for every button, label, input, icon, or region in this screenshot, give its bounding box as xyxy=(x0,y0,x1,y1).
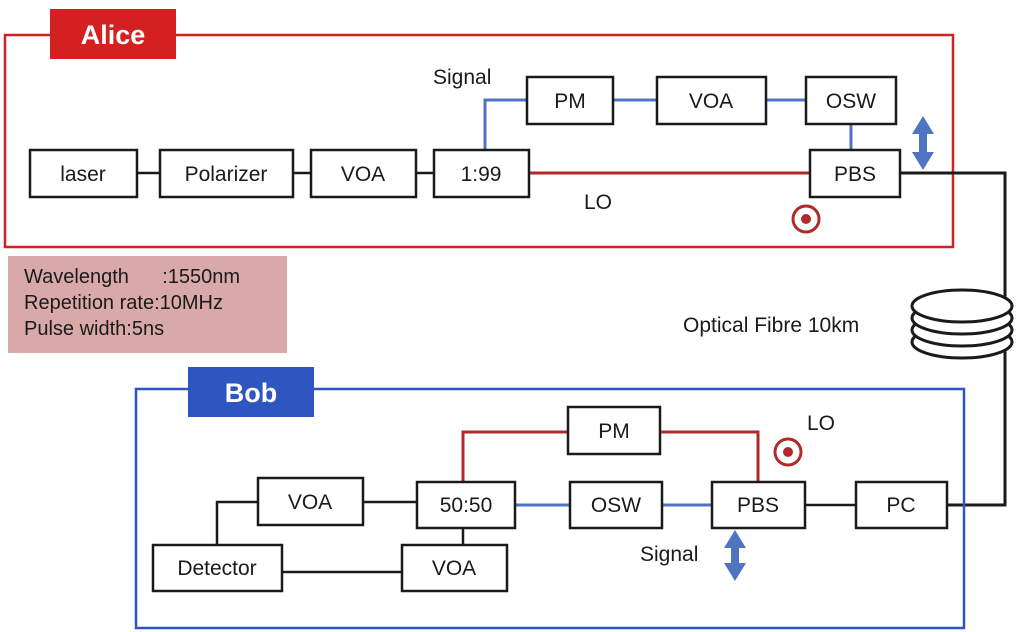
bob-title: Bob xyxy=(225,378,277,408)
bob-pbs: PBS xyxy=(710,480,807,530)
alice-frame xyxy=(3,33,955,249)
bob-pm: PM xyxy=(566,405,662,456)
bob-pc: PC xyxy=(854,480,949,530)
alice-laser: laser xyxy=(28,148,139,199)
svg-text:PBS: PBS xyxy=(737,494,779,517)
param-pulse-width: Pulse width:5ns xyxy=(24,318,164,340)
svg-text:1:99: 1:99 xyxy=(461,163,502,186)
svg-text:OSW: OSW xyxy=(826,90,876,113)
alice-title-badge xyxy=(50,9,176,59)
svg-text:PBS: PBS xyxy=(834,163,876,186)
alice-connections xyxy=(137,98,853,175)
alice-title: Alice xyxy=(81,20,146,50)
bob-lo-path-right xyxy=(660,430,760,482)
svg-text:VOA: VOA xyxy=(288,491,332,514)
alice-vertical-polarization-icon xyxy=(912,116,934,170)
alice-splitter-1-99: 1:99 xyxy=(432,148,531,199)
bob-out-of-plane-polarization-icon xyxy=(773,437,803,467)
bob-osw: OSW xyxy=(568,480,664,530)
fibre-label: Optical Fibre 10km xyxy=(683,314,859,337)
alice-pm: PM xyxy=(525,75,615,126)
bob-vertical-polarization-icon xyxy=(724,530,746,581)
alice-osw: OSW xyxy=(804,75,898,126)
svg-text:laser: laser xyxy=(60,163,106,186)
param-repetition-rate: Repetition rate:10MHz xyxy=(24,292,223,314)
alice-out-of-plane-polarization-icon xyxy=(791,204,821,234)
alice-signal-label: Signal xyxy=(433,66,491,89)
svg-text:VOA: VOA xyxy=(341,163,385,186)
svg-text:PC: PC xyxy=(886,494,915,517)
bob-connections xyxy=(215,430,856,574)
bob-lo-path-left xyxy=(461,430,568,482)
bob-coupler-50-50: 50:50 xyxy=(415,480,517,530)
svg-text:VOA: VOA xyxy=(689,90,733,113)
param-wavelength: Wavelength :1550nm xyxy=(24,266,240,288)
svg-text:Polarizer: Polarizer xyxy=(185,163,268,186)
alice-lo-label: LO xyxy=(584,191,612,214)
svg-text:VOA: VOA xyxy=(432,557,476,580)
bob-voa-top: VOA xyxy=(256,476,365,527)
bob-detector: Detector xyxy=(151,543,284,593)
svg-text:PM: PM xyxy=(554,90,586,113)
bob-signal-label: Signal xyxy=(640,543,698,566)
alice-voa: VOA xyxy=(309,148,418,199)
svg-text:OSW: OSW xyxy=(591,494,641,517)
bob-lo-label: LO xyxy=(807,412,835,435)
bob-frame xyxy=(134,387,966,630)
alice-voa-2: VOA xyxy=(655,75,768,126)
alice-pbs: PBS xyxy=(808,148,902,199)
alice-signal-path xyxy=(483,98,527,150)
laser-parameters-box: Wavelength :1550nm Repetition rate:10MHz… xyxy=(8,256,287,353)
bob-title-badge xyxy=(188,367,314,417)
svg-text:PM: PM xyxy=(598,420,630,443)
bob-voa-bottom: VOA xyxy=(400,543,509,593)
svg-text:50:50: 50:50 xyxy=(440,494,493,517)
svg-text:Detector: Detector xyxy=(177,557,256,580)
fibre-spool-icon xyxy=(910,288,1014,360)
alice-polarizer: Polarizer xyxy=(158,148,295,199)
